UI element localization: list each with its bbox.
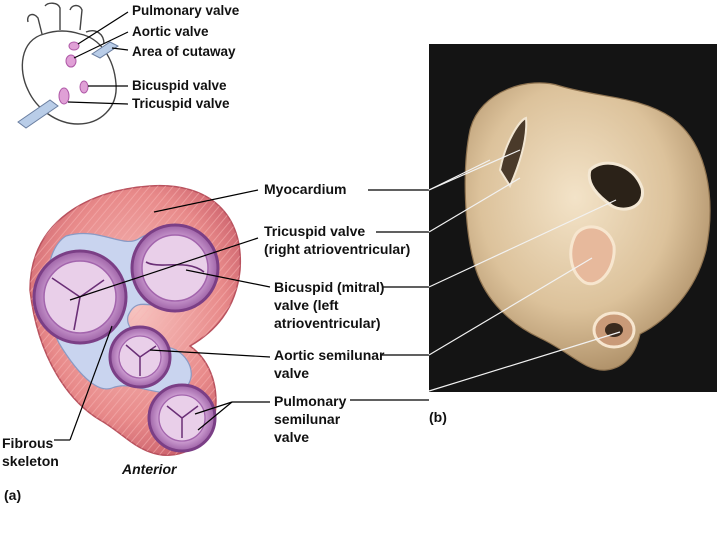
label-inset-aortic-valve: Aortic valve xyxy=(132,24,209,40)
label-bicuspid-line-2: valve (left xyxy=(274,296,384,314)
label-aortic-semilunar-valve: Aortic semilunar valve xyxy=(274,346,384,382)
label-inset-area-of-cutaway: Area of cutaway xyxy=(132,44,236,60)
label-fibrous-skeleton: Fibrous skeleton xyxy=(2,434,59,470)
label-fibrous-line-1: Fibrous xyxy=(2,434,59,452)
label-bicuspid-valve: Bicuspid (mitral) valve (left atrioventr… xyxy=(274,278,384,332)
label-inset-tricuspid-valve: Tricuspid valve xyxy=(132,96,230,112)
label-inset-pulmonary-valve: Pulmonary valve xyxy=(132,3,239,19)
inset-aortic-valve xyxy=(66,55,76,67)
inset-cutaway-plane-upper xyxy=(92,42,118,58)
label-myocardium: Myocardium xyxy=(264,180,346,198)
label-pulmonary-semilunar-valve: Pulmonary semilunar valve xyxy=(274,392,346,446)
panel-a-label: (a) xyxy=(4,486,21,504)
label-aortic-line-1: Aortic semilunar xyxy=(274,346,384,364)
inset-bicuspid-valve xyxy=(80,81,88,93)
label-inset-bicuspid-valve: Bicuspid valve xyxy=(132,78,227,94)
label-pulmonary-line-3: valve xyxy=(274,428,346,446)
label-pulmonary-line-1: Pulmonary xyxy=(274,392,346,410)
label-pulmonary-line-2: semilunar xyxy=(274,410,346,428)
label-aortic-line-2: valve xyxy=(274,364,384,382)
inset-tricuspid-valve xyxy=(59,88,69,104)
label-anterior: Anterior xyxy=(122,460,176,478)
label-fibrous-line-2: skeleton xyxy=(2,452,59,470)
inset-pulmonary-valve xyxy=(69,42,79,50)
label-tricuspid-valve: Tricuspid valve (right atrioventricular) xyxy=(264,222,410,258)
inset-leader-lines xyxy=(68,12,128,104)
panel-a-illustration xyxy=(30,186,240,456)
label-tricuspid-line-1: Tricuspid valve xyxy=(264,222,410,240)
label-tricuspid-line-2: (right atrioventricular) xyxy=(264,240,410,258)
label-bicuspid-line-3: atrioventricular) xyxy=(274,314,384,332)
panel-b-label: (b) xyxy=(429,408,447,426)
label-bicuspid-line-1: Bicuspid (mitral) xyxy=(274,278,384,296)
